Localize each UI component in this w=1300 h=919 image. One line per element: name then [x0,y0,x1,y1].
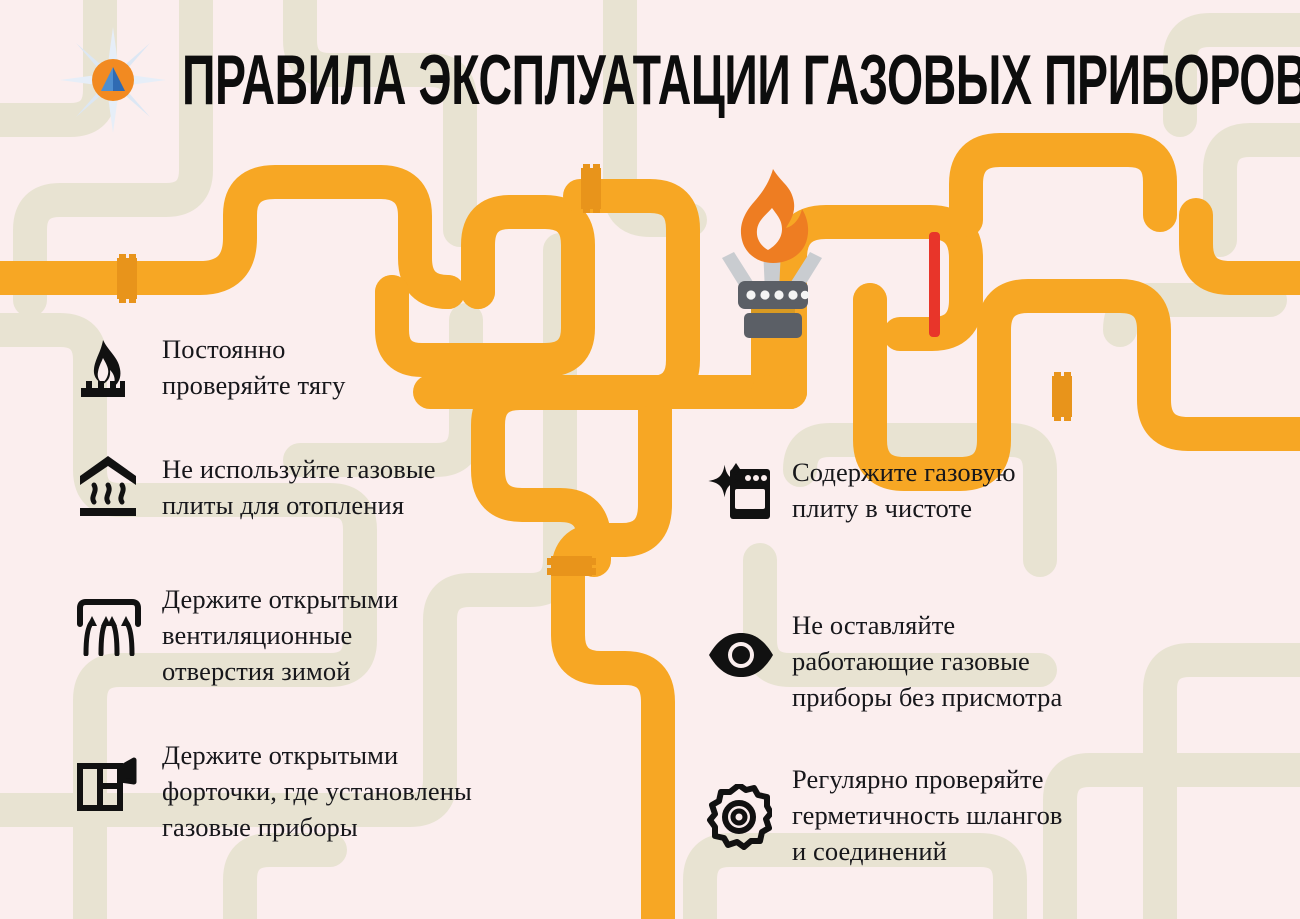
pipe-collar [1052,372,1072,421]
gas-flame-burner-icon [76,332,162,398]
tip-item-ventilation-openings: Держите открытыми вентиляционные отверст… [76,582,576,738]
pipe-collar [547,556,596,576]
tip-label: Регулярно проверяйте герметичность шланг… [792,764,1063,866]
pipe-main-drop [551,375,675,919]
tip-label: Постоянно проверяйте тягу [162,334,346,400]
pipe-right-entry [1179,198,1300,295]
emercom-star-logo [58,25,168,135]
gear-maintenance-icon [706,762,792,850]
pipe-collar [117,254,137,303]
tips-column-right: Содержите газовую плиту в чистоте Не ост… [706,455,1226,870]
tip-item-check-draft: Постоянно проверяйте тягу [76,332,576,452]
tip-item-no-stove-heating: Не используйте газовые плиты для отоплен… [76,452,576,582]
flame-icon [740,169,809,263]
ventilation-airflow-icon [76,582,162,656]
tip-item-check-tightness: Регулярно проверяйте герметичность шланг… [706,762,1226,870]
poster-header: ПРАВИЛА ЭКСПЛУАТАЦИИ ГАЗОВЫХ ПРИБОРОВ [0,0,1300,160]
red-valve-handle[interactable] [929,232,940,337]
pipe-right-serpentine [853,279,1300,491]
pipe-left-trunk [0,165,465,309]
page-title: ПРАВИЛА ЭКСПЛУАТАЦИИ ГАЗОВЫХ ПРИБОРОВ [182,39,1300,120]
logo-triangle [101,67,125,91]
tip-item-clean-stove: Содержите газовую плиту в чистоте [706,455,1226,608]
tip-item-no-unattended: Не оставляйте работающие газовые приборы… [706,608,1226,762]
tip-label: Не оставляйте работающие газовые приборы… [792,610,1063,712]
clean-stove-sparkle-icon [706,455,792,521]
pipe-top-right-arch [949,133,1177,237]
tips-column-left: Постоянно проверяйте тягу Не используйте… [76,332,576,846]
tip-label: Держите открытыми вентиляционные отверст… [162,584,399,686]
no-stove-heating-icon [76,452,162,516]
pipe-centre-loop-a [375,195,595,377]
burner-head [738,281,810,338]
tip-label: Не используйте газовые плиты для отоплен… [162,454,436,520]
pipe-collars [117,164,1072,576]
tip-label: Держите открытыми форточки, где установл… [162,740,472,842]
tip-label: Содержите газовую плиту в чистоте [792,457,1016,523]
pipe-collar [581,164,601,213]
open-window-vent-icon [76,738,162,812]
eye-supervision-icon [706,608,792,678]
tip-item-open-windows: Держите открытыми форточки, где установл… [76,738,576,846]
